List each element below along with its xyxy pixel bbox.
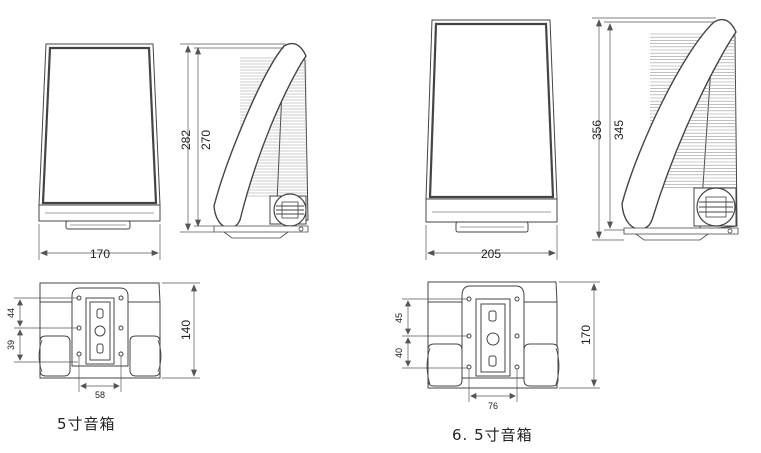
speaker-5-bottom-dimensions <box>14 282 200 392</box>
speaker-65-side-view <box>621 18 739 241</box>
speaker-5-outer-height-label: 282 <box>179 130 193 150</box>
speaker-65-bottom-dimensions <box>402 281 600 402</box>
speaker-5-width-dimension <box>38 224 161 260</box>
speaker-5-inner-height-label: 270 <box>199 130 213 150</box>
speaker-5-depth-label: 140 <box>179 320 193 340</box>
speaker-5-hole-bottom-label: 39 <box>6 340 16 350</box>
speaker-5-side-view <box>213 42 309 239</box>
speaker-5-hole-top-label: 44 <box>6 308 16 318</box>
speaker-65-inner-height-label: 345 <box>612 120 626 140</box>
speaker-65-front-view <box>425 19 558 233</box>
speaker-65-hole-bottom-label: 40 <box>394 348 404 358</box>
speaker-65-width-dimension <box>425 225 558 260</box>
speaker-5-front-view <box>38 43 161 230</box>
speaker-5-bottom-view <box>38 282 162 379</box>
speaker-65-outer-height-label: 356 <box>590 120 604 140</box>
speaker-65-hole-top-label: 45 <box>394 313 404 323</box>
speaker-65-hole-horizontal-label: 76 <box>488 401 498 411</box>
speaker-5-hole-horizontal-label: 58 <box>95 390 105 400</box>
speaker-65-height-dimensions <box>592 17 716 241</box>
speaker-5-height-dimensions <box>180 43 286 233</box>
speaker-65-caption: 6. 5寸音箱 <box>452 426 533 444</box>
speaker-65-depth-label: 170 <box>579 325 593 345</box>
speaker-65-bottom-view <box>426 281 560 389</box>
speaker-5-caption: 5寸音箱 <box>57 415 116 433</box>
speaker-65-width-label: 205 <box>481 247 501 261</box>
speaker-5-width-label: 170 <box>90 247 110 261</box>
